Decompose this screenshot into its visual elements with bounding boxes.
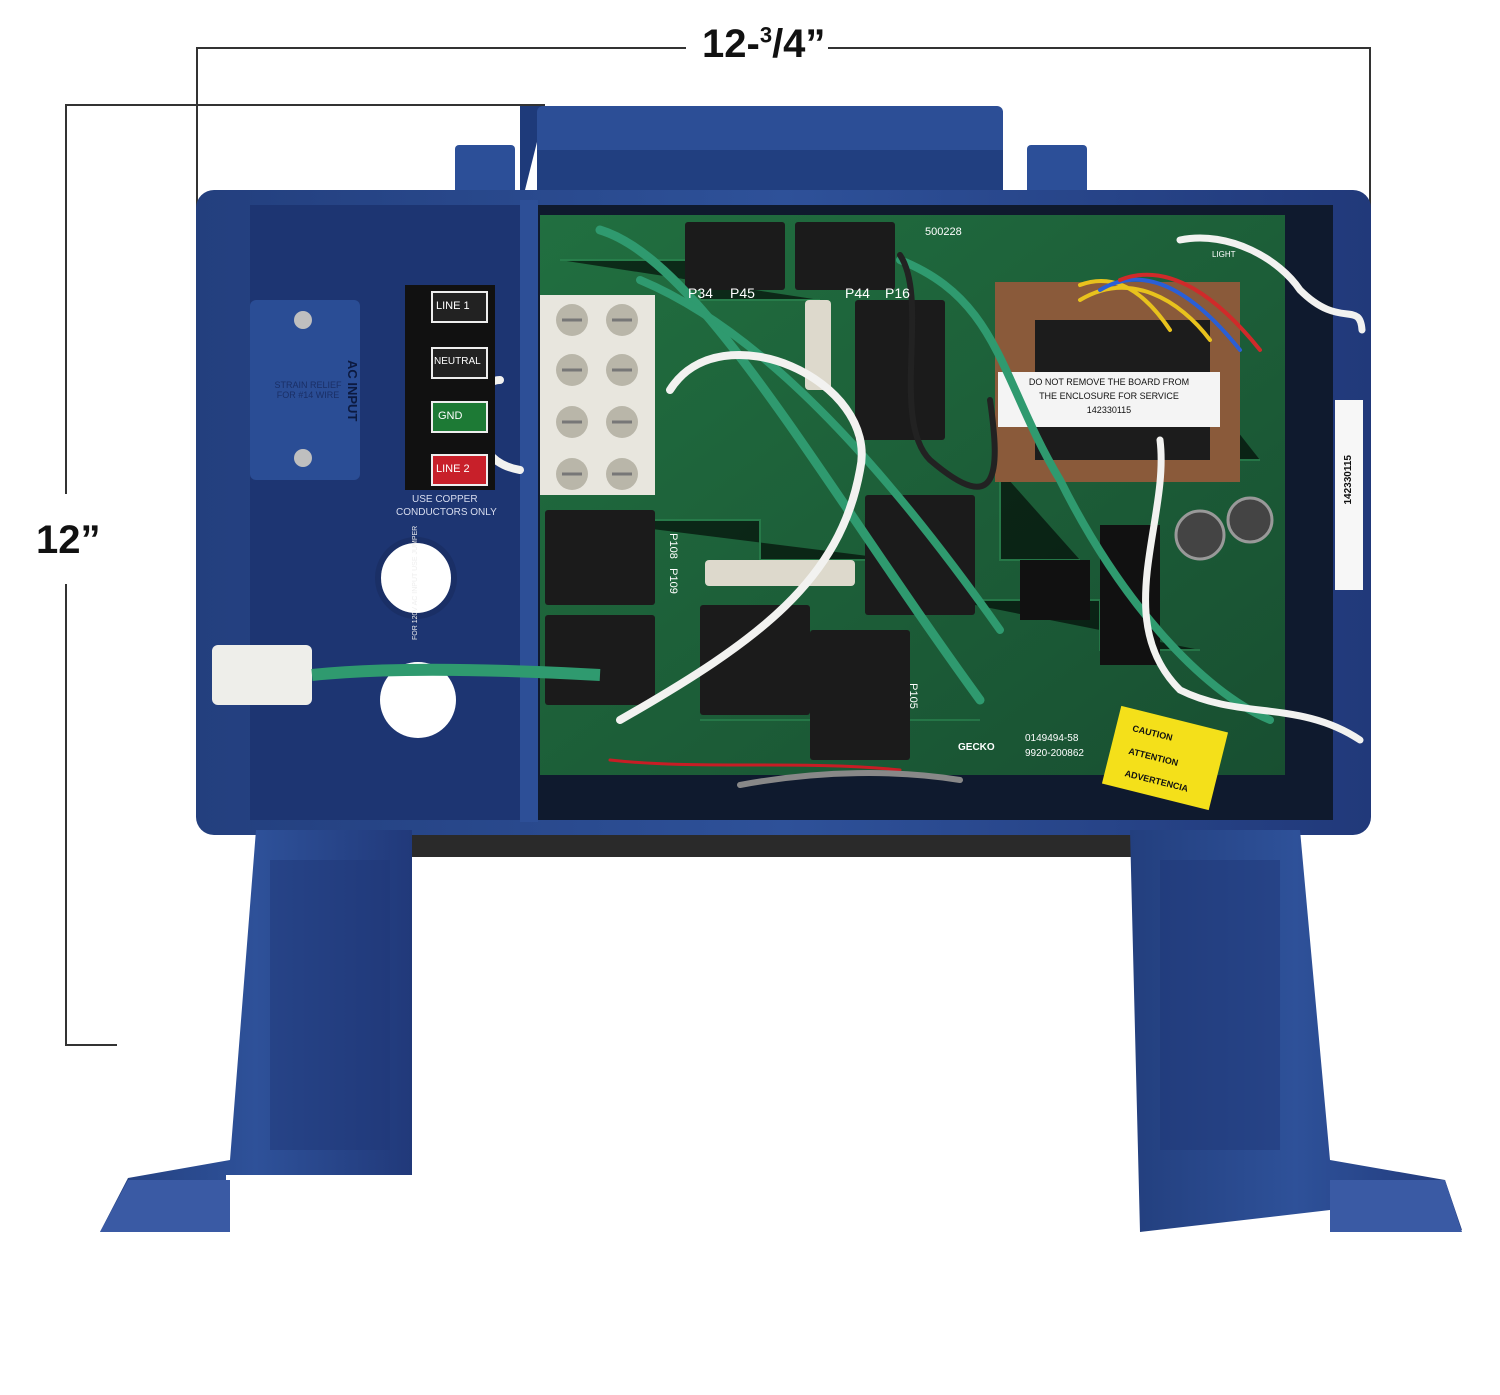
screw-bottom [294, 449, 312, 467]
side-sticker-text: 142330115 [1343, 455, 1354, 505]
fuse-2 [705, 560, 855, 586]
connector-label-p34: P34 [688, 285, 713, 301]
connector-label-p44: P44 [845, 285, 870, 301]
fuse-1 [805, 300, 831, 390]
cable-connector [212, 645, 312, 705]
warning-tag-shape [1101, 705, 1229, 811]
copper-note-line2: CONDUCTORS ONLY [396, 507, 497, 518]
copper-note-line1: USE COPPER [412, 494, 478, 505]
height-dimension-line-bottom [65, 584, 67, 1046]
terminal-label-line1: LINE 1 [436, 300, 470, 312]
knockout-hole-2 [380, 662, 456, 738]
terminal-label-neutral: NEUTRAL [434, 356, 481, 367]
connector-label-p108: P108 [666, 533, 679, 559]
ic-chip-2 [1020, 560, 1090, 620]
gecko-logo: GECKO [958, 742, 995, 753]
width-dimension-line-right [828, 47, 1371, 49]
connector-label-p45: P45 [730, 285, 755, 301]
part-number-1: 0149494-58 [1025, 733, 1079, 744]
height-dimension-tick-bottom [65, 1044, 117, 1046]
relays [545, 222, 975, 760]
width-dimension-tick-right [1369, 47, 1371, 233]
height-dimension-line-top [65, 104, 67, 494]
transformer-label-line2: THE ENCLOSURE FOR SERVICE [1039, 391, 1179, 401]
transformer-label-line3: 142330115 [1086, 405, 1132, 415]
light-label: LIGHT [1212, 250, 1236, 259]
width-dimension-tick-left [196, 47, 198, 227]
top-clip-left [455, 145, 515, 197]
height-dimension-tick-top [65, 104, 545, 106]
terminal-block [540, 295, 655, 495]
capacitor-1 [1174, 509, 1226, 561]
right-foot [1330, 1180, 1462, 1232]
screw-top [294, 311, 312, 329]
terminal-label-gnd: GND [438, 410, 463, 422]
foam-gasket [412, 835, 1152, 857]
capacitor-2 [1226, 496, 1274, 544]
width-dimension-label: 12-3/4” [702, 22, 826, 67]
board-id: 500228 [925, 226, 962, 238]
height-dimension-label: 12” [36, 518, 101, 563]
terminal-label-line2: LINE 2 [436, 463, 470, 475]
connector-label-p105: P105 [906, 683, 919, 709]
left-foot [100, 1180, 230, 1232]
transformer [995, 282, 1240, 482]
transformer-label-line1: DO NOT REMOVE THE BOARD FROM [1028, 377, 1190, 387]
knockout-hole-1 [375, 537, 457, 619]
strain-relief-clamp [250, 300, 360, 480]
width-dimension-line-left [196, 47, 686, 49]
strain-relief-text: STRAIN RELIEF FOR #14 WIRE [274, 380, 342, 400]
connector-label-p109: P109 [666, 568, 679, 594]
part-number-2: 9920-200862 [1025, 748, 1084, 759]
connector-label-p16: P16 [885, 285, 910, 301]
top-clip-right [1027, 145, 1087, 197]
side-sticker [1335, 400, 1363, 590]
